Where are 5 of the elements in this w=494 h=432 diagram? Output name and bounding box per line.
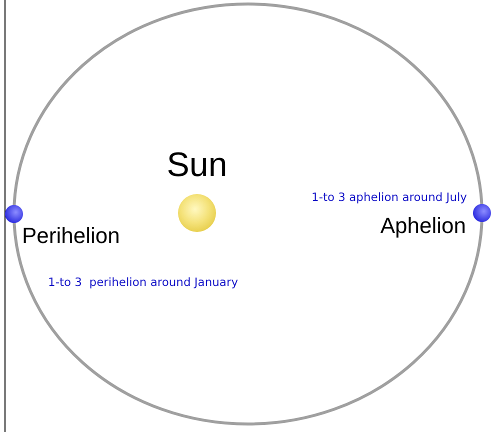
perihelion-label: Perihelion bbox=[22, 225, 120, 247]
sun-label: Sun bbox=[166, 148, 228, 182]
aphelion-label: Aphelion bbox=[380, 215, 466, 237]
note-text: 1-to 3 perihelion around January bbox=[48, 277, 238, 288]
note-text: 1-to 3 aphelion around July bbox=[312, 192, 467, 204]
